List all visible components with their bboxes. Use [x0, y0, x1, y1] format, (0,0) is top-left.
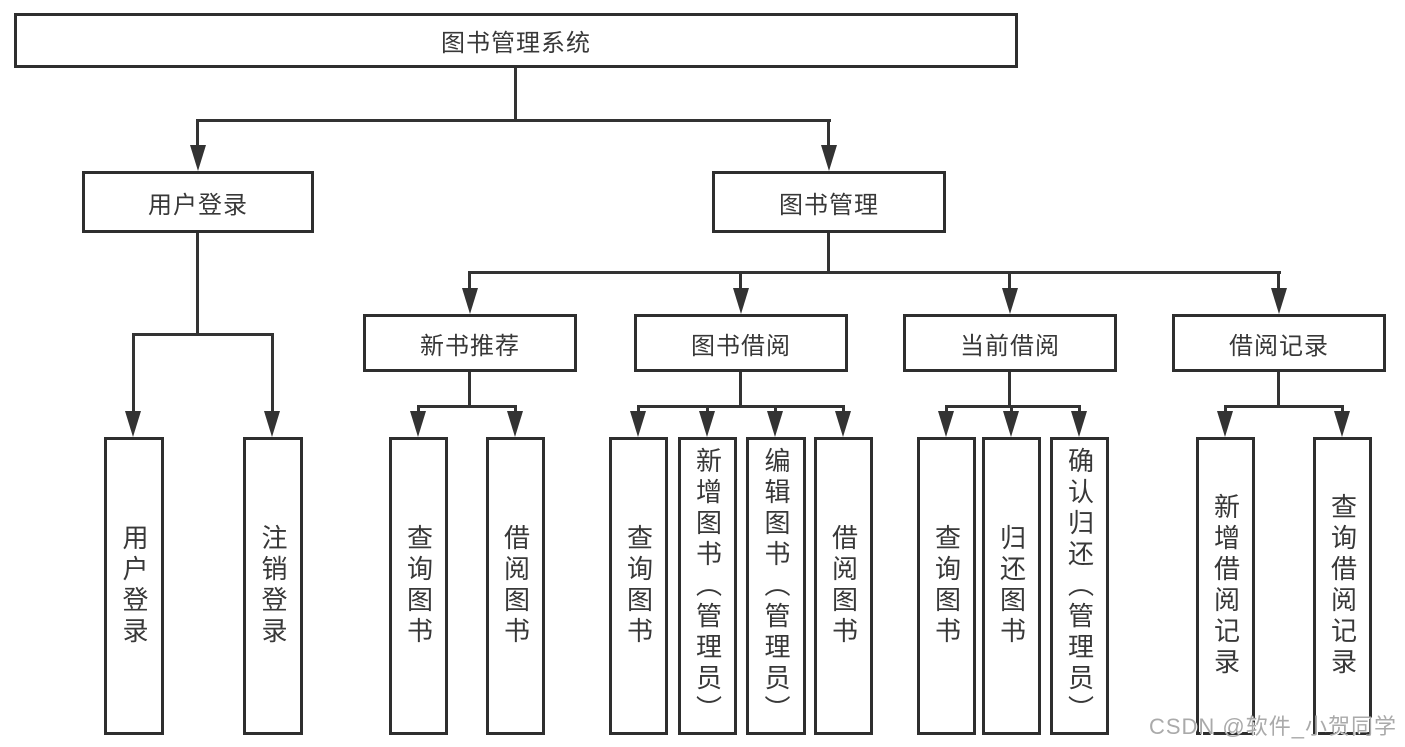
leaf-logout-label: 注销登录 — [258, 524, 288, 648]
leaf-borrow-books-2: 借阅图书 — [814, 437, 873, 735]
node-user-login-label: 用户登录 — [148, 191, 248, 219]
leaf-add-borrow-record: 新增借阅记录 — [1196, 437, 1255, 735]
connector-arrow-shaft-query-books-1 — [417, 405, 420, 415]
leaf-borrow-books-2-label: 借阅图书 — [828, 524, 859, 648]
connector-arrow-shaft-borrow-records — [1277, 271, 1280, 291]
arrowhead-edit-books — [767, 411, 783, 437]
arrowhead-add-books — [699, 411, 715, 437]
node-root: 图书管理系统 — [14, 13, 1018, 68]
arrowhead-query-books-3 — [938, 411, 954, 437]
leaf-query-books-1: 查询图书 — [389, 437, 448, 735]
node-new-book-recommend-label: 新书推荐 — [420, 332, 520, 360]
node-current-borrow: 当前借阅 — [903, 314, 1117, 372]
connector-arrow-shaft-borrow-books-2 — [842, 405, 845, 415]
node-borrow-records: 借阅记录 — [1172, 314, 1386, 372]
arrowhead-borrow-books-1 — [507, 411, 523, 437]
connector-borrow-records-branch — [1224, 405, 1344, 408]
connector-book-management-stem — [827, 233, 830, 274]
node-new-book-recommend: 新书推荐 — [363, 314, 577, 372]
connector-user-login-branch — [132, 333, 274, 336]
leaf-query-books-3-label: 查询图书 — [931, 524, 962, 648]
leaf-query-books-2: 查询图书 — [609, 437, 668, 735]
leaf-edit-books-admin: 编辑图书（管理员） — [746, 437, 806, 735]
connector-new-book-stem — [468, 372, 471, 408]
node-book-borrow-label: 图书借阅 — [691, 332, 791, 360]
leaf-query-borrow-record-label: 查询借阅记录 — [1327, 493, 1358, 679]
connector-arrow-shaft-query-record — [1341, 405, 1344, 415]
leaf-query-books-2-label: 查询图书 — [623, 524, 654, 648]
connector-arrow-shaft-query-books-2 — [637, 405, 640, 415]
node-book-borrow: 图书借阅 — [634, 314, 848, 372]
leaf-user-login-label: 用户登录 — [119, 524, 149, 648]
arrowhead-book-borrow — [733, 288, 749, 314]
connector-arrow-shaft-logout — [271, 333, 274, 413]
leaf-add-books-admin: 新增图书（管理员） — [678, 437, 737, 735]
connector-arrow-shaft-borrow-books-1 — [514, 405, 517, 415]
connector-arrow-shaft-user-login — [196, 119, 199, 147]
connector-arrow-shaft-query-books-3 — [945, 405, 948, 415]
csdn-watermark: CSDN @软件_小贺同学 — [1148, 714, 1397, 739]
arrowhead-add-record — [1217, 411, 1233, 437]
arrowhead-borrow-books-2 — [835, 411, 851, 437]
connector-arrow-shaft-add-books — [706, 405, 709, 415]
leaf-add-borrow-record-label: 新增借阅记录 — [1210, 493, 1241, 679]
leaf-borrow-books-1: 借阅图书 — [486, 437, 545, 735]
arrowhead-return-books — [1003, 411, 1019, 437]
connector-arrow-shaft-edit-books — [774, 405, 777, 415]
connector-book-borrow-branch — [637, 405, 845, 408]
connector-arrow-shaft-user-login-leaf — [132, 333, 135, 413]
leaf-return-books: 归还图书 — [982, 437, 1041, 735]
arrowhead-user-login-leaf — [125, 411, 141, 437]
connector-user-login-stem — [196, 233, 199, 336]
connector-arrow-shaft-current-borrow — [1008, 271, 1011, 291]
arrowhead-logout — [264, 411, 280, 437]
node-root-label: 图书管理系统 — [441, 30, 591, 57]
connector-arrow-shaft-return-books — [1010, 405, 1013, 415]
leaf-query-books-1-label: 查询图书 — [403, 524, 434, 648]
connector-new-book-branch — [417, 405, 517, 408]
arrowhead-query-books-1 — [410, 411, 426, 437]
leaf-query-borrow-record: 查询借阅记录 — [1313, 437, 1372, 735]
connector-arrow-shaft-new-book — [468, 271, 471, 291]
connector-current-borrow-stem — [1008, 372, 1011, 408]
connector-current-borrow-branch — [945, 405, 1081, 408]
connector-arrow-shaft-add-record — [1224, 405, 1227, 415]
leaf-user-login: 用户登录 — [104, 437, 164, 735]
node-book-management-label: 图书管理 — [779, 191, 879, 219]
arrowhead-borrow-records — [1271, 288, 1287, 314]
leaf-add-books-admin-label: 新增图书（管理员） — [692, 446, 723, 726]
connector-root-stem — [514, 68, 517, 122]
leaf-logout: 注销登录 — [243, 437, 303, 735]
arrowhead-new-book — [462, 288, 478, 314]
connector-level2-branch — [196, 119, 831, 122]
arrowhead-query-books-2 — [630, 411, 646, 437]
connector-level3-branch — [468, 271, 1281, 274]
connector-arrow-shaft-book-management — [827, 119, 830, 147]
arrowhead-user-login — [190, 145, 206, 171]
arrowhead-confirm-return — [1071, 411, 1087, 437]
arrowhead-book-management — [821, 145, 837, 171]
leaf-edit-books-admin-label: 编辑图书（管理员） — [761, 446, 791, 726]
leaf-query-books-3: 查询图书 — [917, 437, 976, 735]
node-user-login: 用户登录 — [82, 171, 314, 233]
node-borrow-records-label: 借阅记录 — [1229, 332, 1329, 360]
node-current-borrow-label: 当前借阅 — [960, 332, 1060, 360]
node-book-management: 图书管理 — [712, 171, 946, 233]
arrowhead-current-borrow — [1002, 288, 1018, 314]
connector-arrow-shaft-book-borrow — [739, 271, 742, 291]
connector-arrow-shaft-confirm-return — [1078, 405, 1081, 415]
leaf-return-books-label: 归还图书 — [996, 524, 1027, 648]
connector-borrow-records-stem — [1277, 372, 1280, 408]
leaf-borrow-books-1-label: 借阅图书 — [500, 524, 531, 648]
leaf-confirm-return-admin-label: 确认归还（管理员） — [1064, 446, 1095, 726]
arrowhead-query-record — [1334, 411, 1350, 437]
leaf-confirm-return-admin: 确认归还（管理员） — [1050, 437, 1109, 735]
connector-book-borrow-stem — [739, 372, 742, 408]
